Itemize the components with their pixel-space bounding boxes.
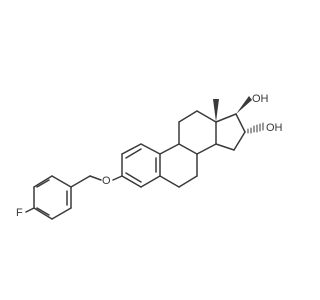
steroid-ring-a	[121, 143, 161, 188]
hydroxyl-right-label: OH	[266, 122, 283, 134]
molecule-structure-diagram: F O	[16, 93, 283, 220]
hydroxyl-hash-bond	[247, 122, 264, 134]
fluorophenyl-ring	[33, 175, 72, 220]
hydroxyl-wedge-bond	[236, 96, 252, 114]
methyl-wedge-bond	[213, 99, 219, 122]
fluorine-atom-label: F	[16, 207, 23, 219]
ether-oxygen-label: O	[102, 175, 111, 187]
steroid-ring-b	[159, 143, 198, 188]
structure-canvas: F O	[16, 93, 283, 220]
benzyl-ether-linker	[70, 175, 123, 188]
hydroxyl-top-label: OH	[252, 93, 269, 105]
bond-c-f	[25, 207, 35, 213]
steroid-ring-d	[215, 113, 246, 151]
steroid-ring-c	[178, 110, 217, 155]
